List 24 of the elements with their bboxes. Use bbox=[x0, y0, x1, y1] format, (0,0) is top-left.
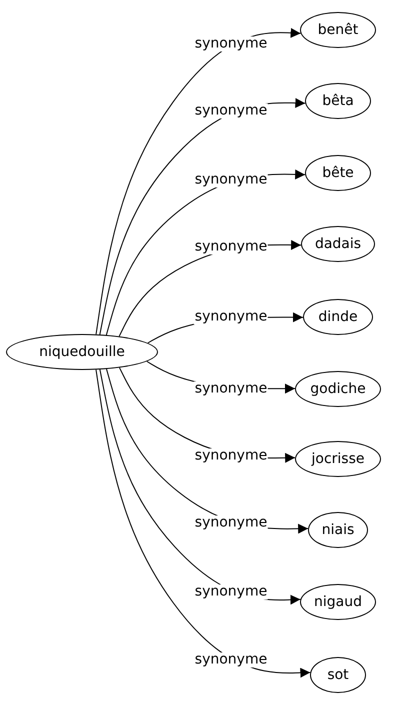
node-label: niais bbox=[322, 522, 354, 538]
edge-label: synonyme bbox=[194, 104, 268, 119]
node-ellipse bbox=[6, 334, 158, 370]
edge-label: synonyme bbox=[194, 584, 268, 600]
node-label: benêt bbox=[318, 22, 358, 38]
edge-label: synonyme bbox=[194, 36, 268, 52]
node-label: sot bbox=[327, 667, 349, 683]
node-label: dinde bbox=[318, 309, 358, 325]
node-label: bête bbox=[322, 165, 354, 181]
node-label: bêta bbox=[322, 93, 354, 109]
node-label: nigaud bbox=[314, 594, 362, 610]
edge-label: synonyme bbox=[194, 515, 268, 530]
node-ellipse bbox=[310, 657, 366, 693]
node-label: niquedouille bbox=[39, 344, 125, 360]
node-label: godiche bbox=[310, 381, 366, 397]
edge-label: synonyme bbox=[194, 652, 268, 668]
arrow bbox=[96, 369, 311, 678]
edge-label: synonyme bbox=[194, 382, 268, 397]
edge-label: synonyme bbox=[194, 448, 268, 464]
node-label: jocrisse bbox=[312, 451, 364, 467]
node-label: dadais bbox=[314, 236, 362, 252]
edge-label: synonyme bbox=[194, 172, 268, 188]
edge-label: synonyme bbox=[194, 240, 268, 255]
arrow bbox=[96, 28, 302, 335]
